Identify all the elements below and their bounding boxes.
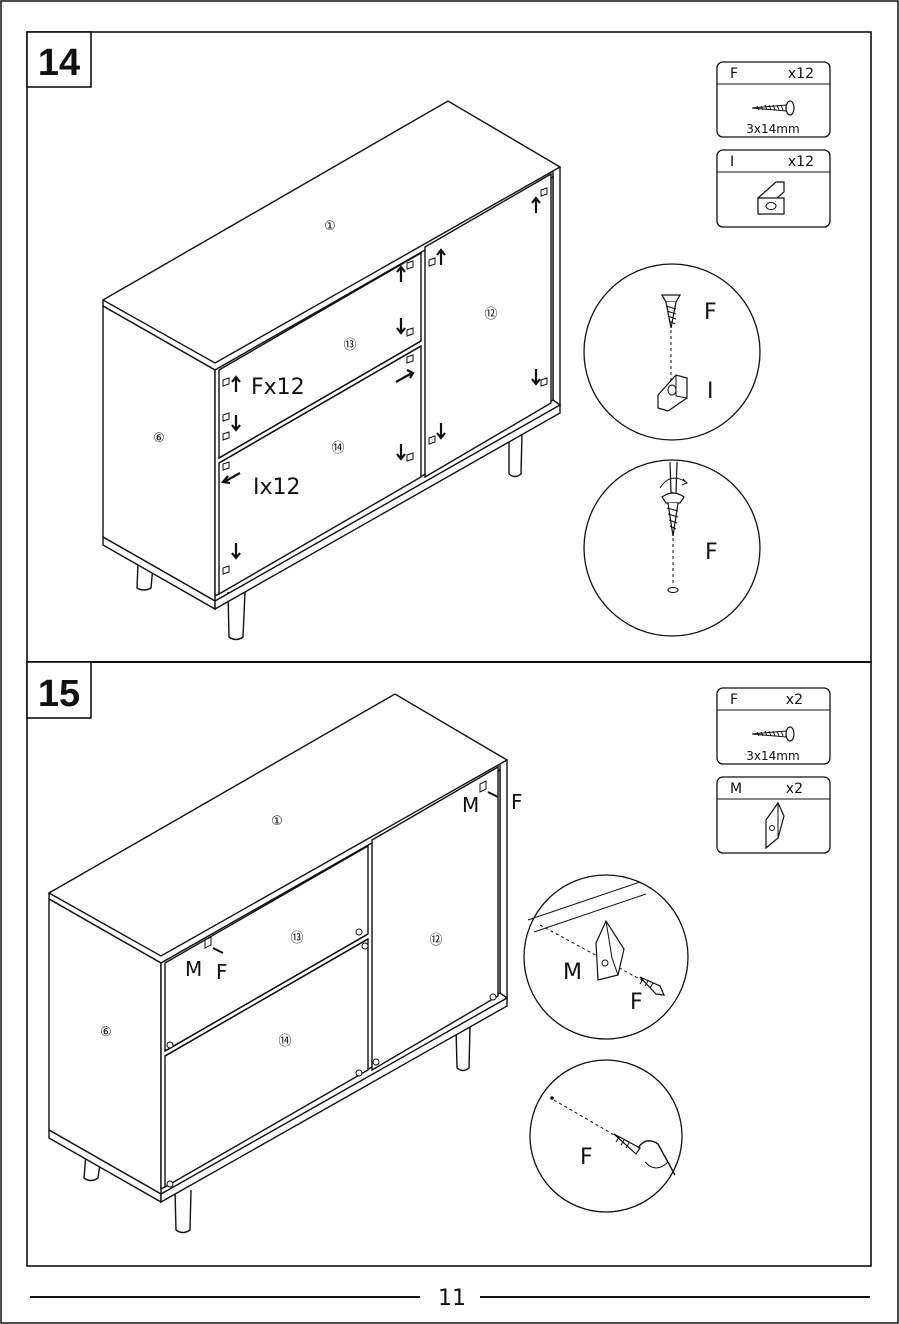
part-label-right-door: ⑫ (429, 933, 442, 948)
detail-bracket-label: I (707, 379, 714, 404)
part-label-upper-door: ⑬ (290, 931, 303, 946)
part-letter: M (730, 781, 742, 797)
part-letter: I (730, 154, 734, 170)
detail-circle-15b: F (530, 1060, 682, 1212)
part-qty: x2 (786, 692, 803, 708)
detail-circle-14b: F (584, 460, 760, 636)
step-15-number: 15 (38, 673, 80, 715)
step-14-panel: 14 F x12 3x14mm I x12 (27, 32, 871, 662)
part-label-top: ① (324, 219, 336, 234)
part-label-right-door: ⑫ (484, 307, 497, 322)
parts-box-i: I x12 (717, 150, 830, 227)
detail-screw-label: F (705, 540, 718, 565)
part-label-side: ⑥ (153, 431, 165, 446)
part-size: 3x14mm (746, 749, 799, 763)
callout-bracket: M (462, 793, 479, 817)
callout-screw: F (216, 960, 228, 984)
callout-bracket: M (185, 957, 202, 981)
part-label-lower-door: ⑭ (278, 1034, 291, 1049)
page-number: 11 (438, 1286, 466, 1311)
part-qty: x2 (786, 781, 803, 797)
part-label-top: ① (271, 814, 283, 829)
detail-circle-14a: F I (584, 264, 760, 440)
detail-circle-15a: M F (524, 875, 688, 1039)
part-letter: F (730, 692, 738, 708)
callout-screws: Fx12 (251, 375, 305, 400)
detail-screw-label: F (580, 1145, 593, 1170)
detail-screw-label: F (630, 990, 643, 1015)
callout-brackets: Ix12 (253, 475, 301, 500)
part-label-lower-door: ⑭ (331, 441, 344, 456)
part-label-side: ⑥ (100, 1025, 112, 1040)
cabinet-drawing-14: ① ⑫ ⑬ ⑭ ⑥ Fx12 Ix12 (103, 101, 560, 640)
part-qty: x12 (788, 66, 814, 82)
part-qty: x12 (788, 154, 814, 170)
parts-box-f: F x2 3x14mm (717, 688, 830, 764)
step-14-number: 14 (38, 42, 80, 84)
part-size: 3x14mm (746, 122, 799, 136)
detail-bracket-label: M (563, 960, 582, 985)
detail-screw-label: F (704, 300, 717, 325)
page-footer: 11 (30, 1286, 870, 1311)
parts-box-m: M x2 (717, 777, 830, 853)
part-label-upper-door: ⑬ (343, 338, 356, 353)
cabinet-drawing-15: ① ⑫ ⑬ ⑭ ⑥ M F M F (49, 694, 523, 1233)
step-15-panel: 15 F x2 3x14mm M x2 (27, 662, 871, 1266)
parts-box-f: F x12 3x14mm (717, 62, 830, 137)
callout-screw: F (511, 790, 523, 814)
part-letter: F (730, 66, 738, 82)
